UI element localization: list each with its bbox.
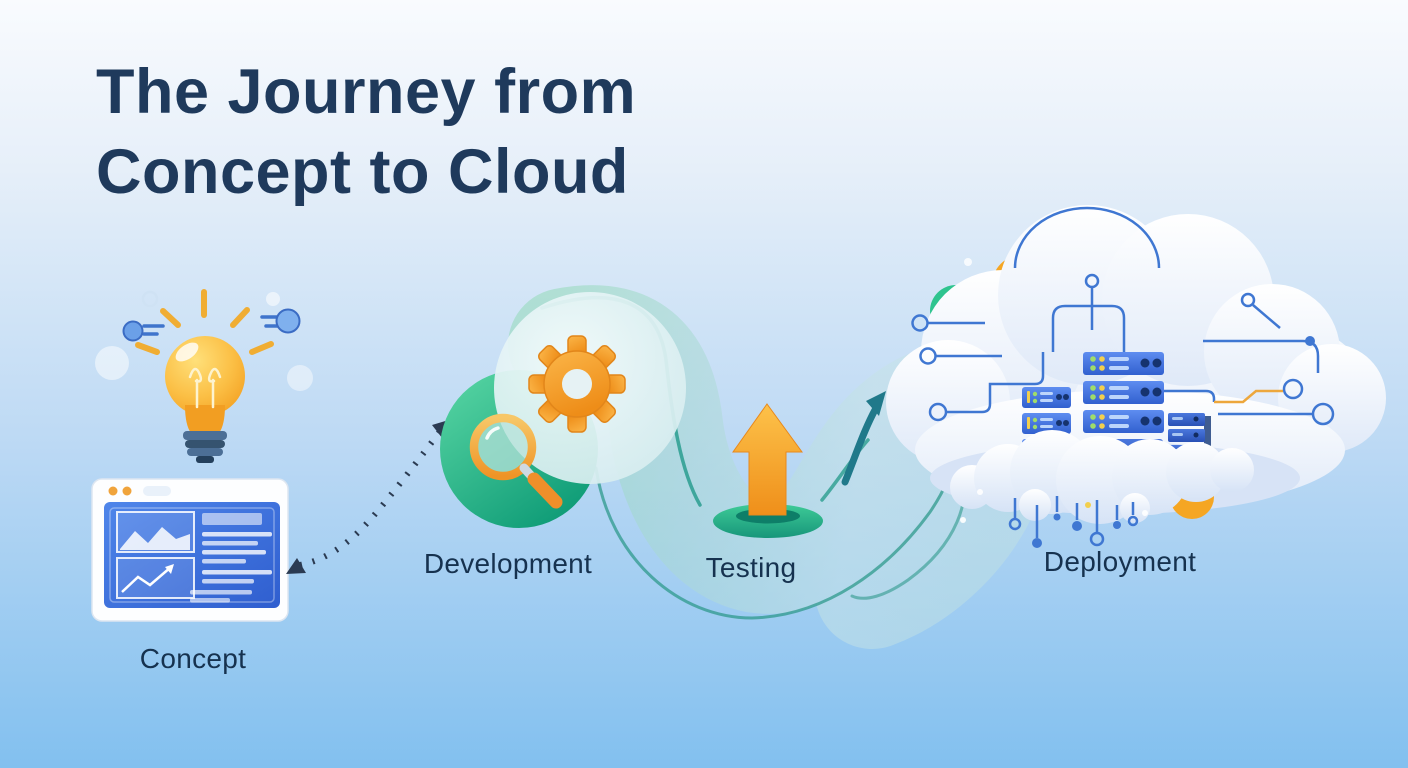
sparkle-circle — [287, 365, 313, 391]
lightbulb-filament — [188, 367, 222, 409]
gear-icon — [528, 335, 626, 433]
flow-band-bottom-edge — [594, 450, 958, 620]
stage-concept-illustration — [91, 289, 313, 622]
stage-deployment-illustration — [886, 205, 1386, 548]
stage-testing-illustration — [713, 403, 823, 538]
molecule-icon — [122, 320, 165, 342]
stage-label-concept: Concept — [139, 643, 247, 674]
browser-dot — [108, 486, 118, 496]
browser-wireframe-icon — [91, 478, 289, 622]
browser-dot — [122, 486, 132, 496]
lightbulb-icon — [135, 289, 274, 463]
circuit-orange-trace — [1214, 389, 1283, 404]
sparkle-circle — [266, 292, 280, 306]
circuit-lines-icon — [911, 206, 1335, 426]
stage-label-deployment: Deployment — [1043, 546, 1197, 577]
flow-arrowhead — [866, 391, 886, 416]
circuit-chip-arch — [1051, 304, 1126, 352]
stage-development-illustration — [440, 292, 686, 528]
sparkle-circle — [95, 346, 129, 380]
stage-label-testing: Testing — [705, 552, 797, 583]
circuit-top-arc — [1013, 206, 1161, 269]
wireframe-chart-line — [116, 557, 195, 599]
magnifier-icon — [469, 413, 563, 509]
launch-arrow-icon — [732, 403, 803, 516]
molecule-icon — [260, 308, 301, 334]
flow-arrow-into-cloud — [841, 391, 886, 486]
wireframe-text-lines — [190, 513, 272, 603]
circuit-danglers — [1008, 496, 1139, 548]
lightbulb-rays — [135, 289, 274, 355]
cloud-front-puffs — [950, 430, 1254, 524]
scatter-dots — [960, 489, 1148, 523]
flow-band-right-edge — [820, 438, 870, 502]
page-title: The Journey from Concept to Cloud — [96, 52, 636, 212]
sparkle-ring — [141, 290, 159, 308]
title-line-1: The Journey from — [96, 57, 637, 127]
stage-label-development: Development — [423, 548, 593, 579]
wireframe-chart-area — [116, 511, 195, 553]
browser-address-pill — [143, 486, 171, 496]
title-line-2: Concept to Cloud — [96, 137, 629, 207]
dotted-arrowhead-left — [286, 558, 306, 574]
